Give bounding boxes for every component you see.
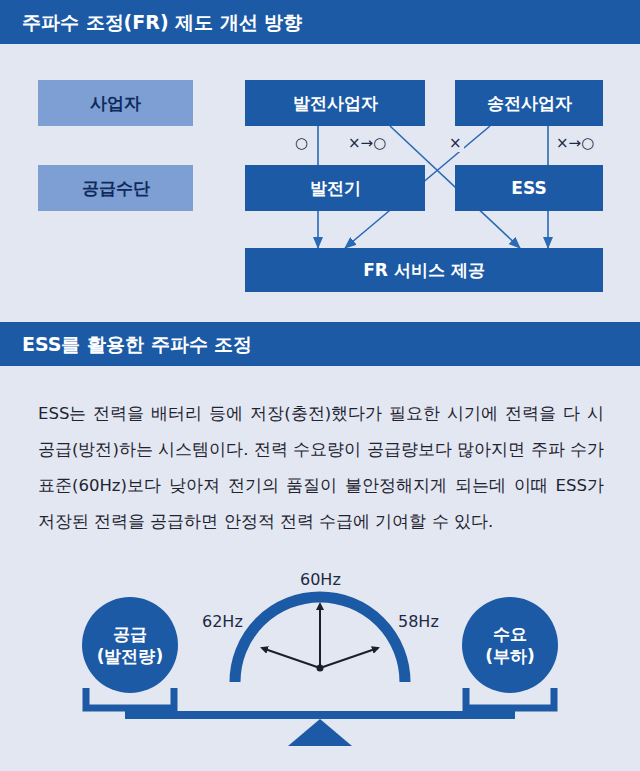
section-heading: ESS를 활용한 주파수 조정 (22, 332, 252, 356)
node-text: 발전기 (310, 177, 361, 199)
node-text: (부하) (485, 645, 535, 667)
supply-box: ESS (455, 165, 603, 211)
category-box: 사업자 (38, 80, 193, 126)
gauge-arc (235, 597, 405, 682)
node-text: 공급 (113, 623, 147, 645)
node-text: 발전사업자 (293, 92, 378, 114)
connector-line (547, 126, 549, 165)
supply-circle: 공급(발전량) (82, 597, 178, 693)
provider-box: 발전사업자 (245, 80, 425, 126)
node-text: 수요 (493, 623, 527, 645)
gauge-needle (262, 648, 320, 668)
frequency-label: 62Hz (202, 612, 243, 632)
category-box: 공급수단 (38, 165, 193, 211)
title-text: 주파수 조정(FR) 제도 개선 방향 (22, 10, 302, 34)
gauge-needle (320, 648, 378, 668)
connector-line (317, 211, 319, 248)
frequency-label: 60Hz (300, 570, 341, 590)
connector-line (317, 126, 319, 165)
node-text: 사업자 (90, 92, 141, 114)
connector-line (547, 211, 549, 248)
header-bar: ESS를 활용한 주파수 조정 (0, 322, 640, 366)
edge-label: × (447, 134, 464, 152)
body-paragraph: ESS는 전력을 배터리 등에 저장(충전)했다가 필요한 시기에 전력을 다 … (38, 396, 604, 540)
node-text: ESS (511, 177, 546, 199)
provider-box: 송전사업자 (455, 80, 603, 126)
demand-circle: 수요(부하) (462, 597, 558, 693)
node-text: 송전사업자 (487, 92, 572, 114)
header-bar: 주파수 조정(FR) 제도 개선 방향 (0, 0, 640, 44)
node-text: (발전량) (97, 645, 164, 667)
scale-beam (125, 711, 515, 719)
edge-label: ×→○ (346, 134, 388, 152)
node-text: 공급수단 (82, 177, 150, 199)
supply-box: 발전기 (245, 165, 425, 211)
frequency-label: 58Hz (398, 612, 439, 632)
edge-label: ×→○ (554, 134, 596, 152)
node-text: FR 서비스 제공 (363, 259, 485, 281)
gauge-needle (319, 604, 321, 668)
gauge-pivot (317, 665, 324, 672)
service-box: FR 서비스 제공 (245, 248, 603, 292)
edge-label: ○ (293, 134, 310, 152)
scale-fulcrum (288, 719, 352, 746)
